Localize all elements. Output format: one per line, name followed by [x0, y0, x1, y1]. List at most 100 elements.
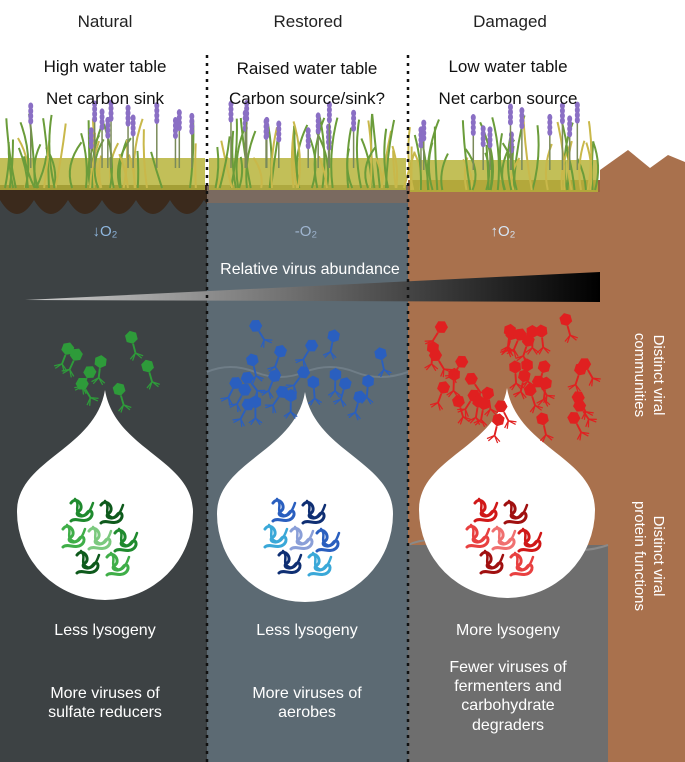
phage-head [503, 323, 516, 338]
protein-icon [473, 497, 499, 523]
grass-blade [42, 118, 50, 189]
phage-head [268, 369, 282, 383]
phage-legs [539, 434, 554, 443]
phage-tail [274, 357, 280, 367]
protein-icon [113, 527, 139, 553]
grass-blade [317, 155, 329, 189]
lavender-flower [263, 132, 269, 140]
phage-head [125, 330, 138, 344]
phage-tail [258, 331, 265, 341]
lavender-flower [125, 104, 131, 112]
header-restored: Restored [273, 12, 343, 31]
phage-tail [493, 426, 498, 436]
host-natural: More viruses of sulfate reducers [5, 684, 205, 722]
lavender-flower [228, 105, 234, 113]
phage-legs [588, 377, 601, 387]
phage-tail [438, 360, 445, 370]
protein-icon [105, 551, 131, 577]
phage-tail [430, 354, 434, 364]
lavender-flower [99, 118, 105, 126]
phage-tail [267, 381, 274, 392]
carbon-status-damaged: Net carbon source [438, 89, 578, 108]
grass-blade [315, 131, 330, 189]
phage-icon [536, 412, 554, 443]
lavender-flower [28, 117, 34, 125]
phage-icon [260, 369, 282, 399]
protein-coil [281, 549, 303, 569]
phage-legs [440, 368, 453, 378]
phage-icon [249, 320, 273, 348]
lavender-flower [470, 124, 476, 132]
lysogeny-damaged: More lysogeny [455, 622, 561, 639]
grass-blade [150, 151, 164, 189]
lavender-flower [276, 130, 282, 138]
lavender-flower [88, 127, 94, 135]
phage-legs [232, 418, 245, 428]
phage-legs [228, 403, 242, 413]
phage-legs [91, 377, 106, 386]
grass-blade [461, 120, 472, 191]
phage-icon [322, 329, 340, 360]
protein-coil [65, 523, 87, 543]
grass-blade [80, 132, 88, 189]
phage-head [452, 394, 465, 408]
phage-legs [61, 368, 75, 378]
grass-blade [54, 123, 67, 189]
grass-blade [364, 146, 377, 189]
phage-head [481, 386, 495, 400]
phage-icon [246, 353, 264, 384]
lavender-flower [547, 123, 553, 131]
lavender-flower [305, 127, 311, 135]
lavender-flower [189, 122, 195, 130]
grass-blade [383, 128, 389, 189]
phage-legs [129, 352, 144, 361]
host-damaged-line3: carbohydrate [461, 697, 555, 715]
phage-legs [473, 418, 488, 428]
lavender-flower [276, 125, 282, 133]
phage-head [305, 339, 319, 352]
lavender-flower [276, 135, 282, 143]
lavender-flower [154, 112, 160, 120]
phage-head [83, 366, 97, 379]
lavender-flower [88, 132, 94, 140]
phage-tail [437, 393, 443, 403]
side-functions-line1: Distinct viral [650, 515, 667, 597]
lavender-flower [480, 130, 486, 138]
lavender-flower [125, 114, 131, 122]
phage-icon [374, 347, 392, 378]
lavender-flower [99, 113, 105, 121]
protein-coil [469, 523, 491, 543]
phage-legs [220, 396, 233, 406]
phage-icon [285, 366, 311, 394]
host-restored: More viruses of aerobes [207, 684, 407, 722]
phage-legs [500, 346, 515, 355]
grass-blade [19, 121, 30, 189]
lavender-flower [176, 114, 182, 122]
grass-blade [371, 113, 381, 189]
lysogeny-restored: Less lysogeny [256, 622, 358, 639]
phage-icon [525, 324, 540, 355]
phage-icon [53, 342, 75, 372]
phage-tail [68, 360, 75, 370]
phage-legs [509, 382, 524, 391]
phage-head [249, 395, 262, 409]
protein-icon [69, 497, 95, 523]
grass-blade [98, 155, 103, 189]
phage-icon [536, 376, 552, 407]
phage-head [112, 382, 126, 396]
lavender-flower [92, 110, 98, 118]
phage-tail [474, 407, 479, 418]
grass-blade [585, 142, 593, 191]
protein-coil [275, 497, 297, 517]
phage-legs [564, 334, 579, 344]
phage-icon [424, 341, 439, 372]
lavender-flower [315, 117, 321, 125]
protein-coil [507, 499, 529, 519]
lysogeny-natural: Less lysogeny [54, 622, 156, 639]
lavender-flower [305, 132, 311, 140]
grass-blade [391, 145, 399, 189]
lavender-flower [567, 115, 573, 123]
water-table-restored: Raised water table [236, 59, 378, 78]
phage-tail [474, 383, 482, 393]
lavender-flower [263, 117, 269, 125]
